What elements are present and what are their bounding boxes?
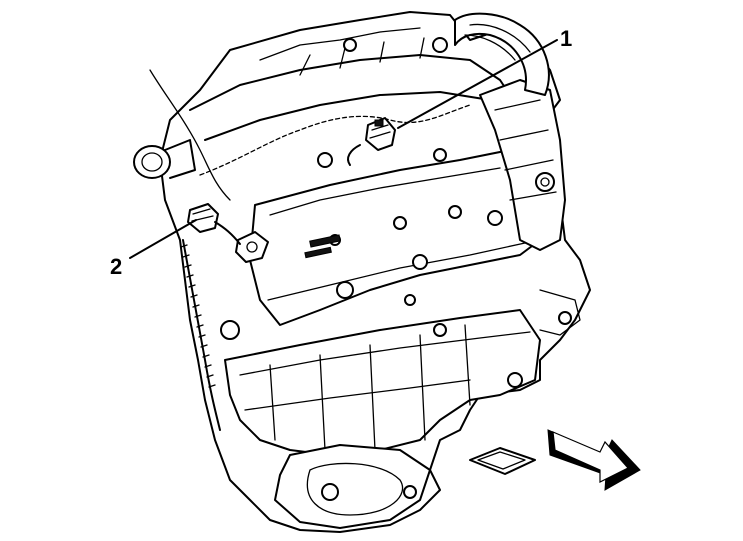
callout-1: 1 [397, 26, 572, 129]
sensor-2 [187, 203, 269, 263]
front-of-vehicle-arrow [547, 429, 641, 491]
callout-2-label: 2 [110, 254, 122, 279]
callout-2: 2 [110, 219, 197, 279]
filler-cap [133, 139, 196, 179]
engine-block [133, 11, 591, 533]
sensor-1 [347, 117, 396, 166]
callout-1-label: 1 [560, 26, 572, 51]
